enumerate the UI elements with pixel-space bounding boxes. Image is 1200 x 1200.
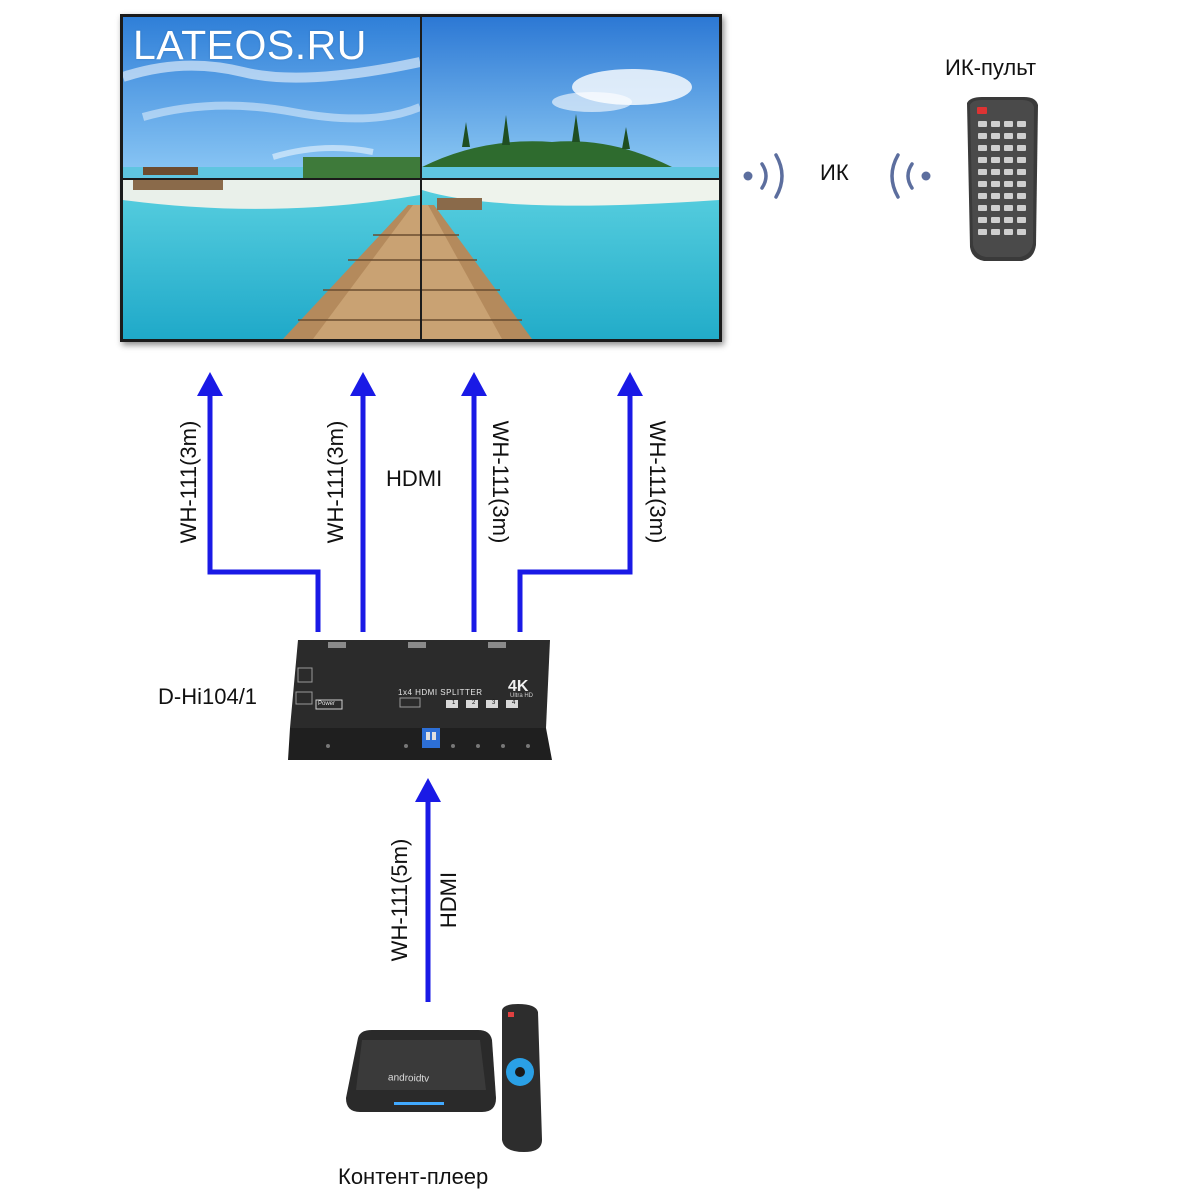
remote-key <box>978 217 987 223</box>
remote-key <box>978 181 987 187</box>
cable-out-4 <box>517 392 633 632</box>
arrowhead-out-3 <box>461 372 487 396</box>
remote-key <box>978 229 987 235</box>
remote-key <box>991 133 1000 139</box>
ir-remote-label: ИК-пульт <box>945 55 1037 80</box>
remote-key <box>1017 145 1026 151</box>
ir-signal-in-icon <box>890 153 931 199</box>
ir-signal-label: ИК <box>820 160 849 185</box>
wall-panel-bottom-right <box>422 180 719 339</box>
wall-panel-top-right <box>422 17 719 178</box>
remote-key <box>978 193 987 199</box>
remote-key <box>978 157 987 163</box>
arrowhead-out-2 <box>350 372 376 396</box>
remote-key <box>1017 181 1026 187</box>
remote-key <box>978 133 987 139</box>
remote-key <box>991 193 1000 199</box>
wall-panel-bottom-left <box>123 180 420 339</box>
wall-panel-top-left <box>123 17 420 178</box>
cable-in-type-label: HDMI <box>436 871 461 929</box>
splitter-label: D-Hi104/1 <box>158 684 258 709</box>
cable-in-label: WH-111(5m) <box>387 838 412 962</box>
hdmi-out-label: HDMI <box>386 466 443 491</box>
remote-key <box>978 205 987 211</box>
remote-key <box>1017 157 1026 163</box>
remote-key <box>1004 217 1013 223</box>
arrowhead-out-4 <box>617 372 643 396</box>
remote-key <box>1004 205 1013 211</box>
remote-key <box>1017 229 1026 235</box>
cable-out-4-label: WH-111(3m) <box>645 420 670 544</box>
remote-key <box>1004 193 1013 199</box>
remote-key <box>1004 229 1013 235</box>
arrowhead-out-1 <box>197 372 223 396</box>
splitter-port-1: 1 <box>452 700 456 706</box>
remote-key <box>1017 169 1026 175</box>
remote-key <box>978 121 987 127</box>
cable-out-1 <box>207 392 321 632</box>
remote-key <box>1017 121 1026 127</box>
media-player-brand: androidtv <box>387 1072 430 1085</box>
splitter-power-label: Power <box>318 701 336 707</box>
arrowhead-in <box>415 778 441 802</box>
remote-key <box>1017 193 1026 199</box>
remote-key <box>1004 157 1013 163</box>
video-wall-brand: LATEOS.RU <box>133 22 367 68</box>
splitter-face-title: 1x4 HDMI SPLITTER <box>398 688 483 697</box>
cable-out-2-label: WH-111(3m) <box>323 420 348 544</box>
remote-key <box>991 121 1000 127</box>
remote-key <box>1004 121 1013 127</box>
remote-key <box>991 169 1000 175</box>
remote-key <box>1004 145 1013 151</box>
ir-signal-out-icon <box>743 153 784 199</box>
splitter-port-4: 4 <box>512 700 516 706</box>
splitter-port-3: 3 <box>492 700 496 706</box>
remote-key <box>1004 133 1013 139</box>
remote-key <box>978 169 987 175</box>
remote-key <box>991 181 1000 187</box>
media-player-label: Контент-плеер <box>338 1164 489 1189</box>
remote-key <box>991 145 1000 151</box>
video-wall <box>120 14 722 342</box>
cable-out-3-label: WH-111(3m) <box>488 420 513 544</box>
remote-key <box>1004 169 1013 175</box>
ir-remote-icon <box>967 97 1038 261</box>
remote-key <box>978 145 987 151</box>
remote-key <box>991 157 1000 163</box>
remote-key <box>991 229 1000 235</box>
hdmi-splitter-device <box>288 640 552 760</box>
splitter-port-2: 2 <box>472 700 476 706</box>
media-player-device <box>346 1004 542 1152</box>
cable-out-1-label: WH-111(3m) <box>176 420 201 544</box>
remote-key <box>1017 205 1026 211</box>
splitter-4k-badge: 4K <box>508 678 529 695</box>
remote-key <box>1004 181 1013 187</box>
remote-key <box>991 217 1000 223</box>
remote-key <box>991 205 1000 211</box>
remote-key <box>1017 133 1026 139</box>
splitter-4k-sub: Ultra HD <box>510 693 534 699</box>
remote-key <box>1017 217 1026 223</box>
